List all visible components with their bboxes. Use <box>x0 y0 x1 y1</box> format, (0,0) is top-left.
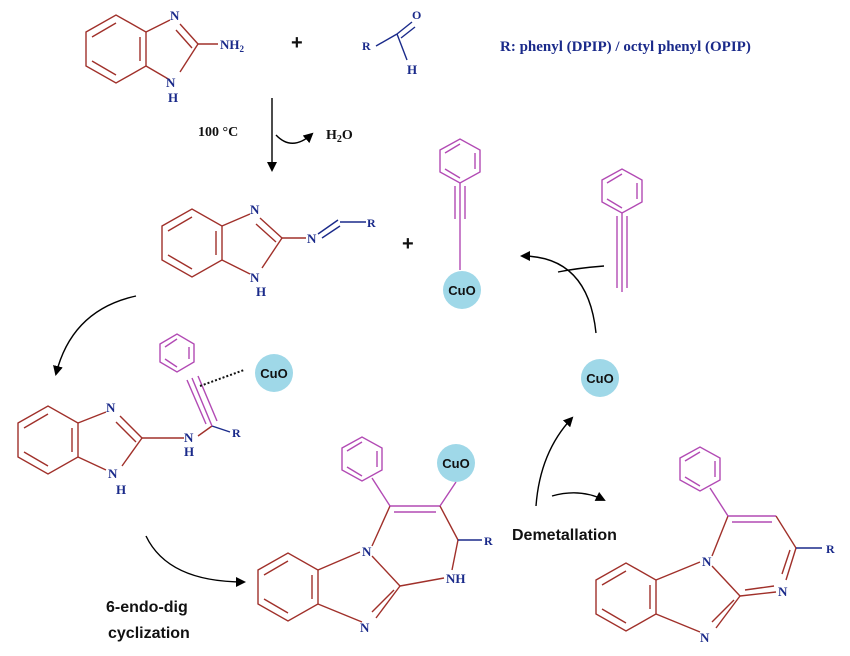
cuo-particle <box>437 444 475 482</box>
catalyst-regeneration-arrow <box>535 416 574 507</box>
phenylacetylene-structure <box>601 168 643 292</box>
addition-arrow <box>53 295 137 376</box>
cuo-particle <box>255 354 293 392</box>
atom-n: N <box>250 270 260 285</box>
water-label: H2O <box>326 128 353 145</box>
plus-sign: + <box>291 32 303 54</box>
atom-h: H <box>116 482 126 497</box>
atom-n: N <box>360 620 370 635</box>
acetylide-formation-arrow <box>520 251 597 334</box>
plus-sign: + <box>402 233 414 255</box>
atom-r: R <box>826 542 835 556</box>
cyclization-label: cyclization <box>108 625 190 642</box>
atom-n: N <box>700 630 710 645</box>
atom-r: R <box>362 39 371 53</box>
demetallation-label: Demetallation <box>512 527 617 544</box>
cuo-label: CuO <box>448 283 475 298</box>
atom-r: R <box>484 534 493 548</box>
alkyne-entry-arrow <box>557 265 605 273</box>
atom-n: N <box>108 466 118 481</box>
product-release-arrow <box>551 491 606 501</box>
atom-n: N <box>166 75 176 90</box>
atom-o: O <box>412 8 421 22</box>
atom-nh2: NH2 <box>220 37 245 54</box>
atom-n: N <box>250 202 260 217</box>
atom-r: R <box>232 426 241 440</box>
cuo-label: CuO <box>442 456 469 471</box>
aldehyde-structure: R O H <box>362 8 421 77</box>
cuo-particle <box>581 359 619 397</box>
atom-n: N <box>170 8 180 23</box>
atom-h: H <box>168 90 178 105</box>
atom-h: H <box>256 284 266 299</box>
atom-r: R <box>367 216 376 230</box>
atom-n: N <box>307 231 317 246</box>
atom-h: H <box>407 62 417 77</box>
copper-acetylide-structure: CuO <box>439 138 481 309</box>
substituent-note: R: phenyl (DPIP) / octyl phenyl (OPIP) <box>500 39 751 55</box>
atom-n: N <box>184 430 194 445</box>
cuo-particle <box>443 271 481 309</box>
cuo-label: CuO <box>586 371 613 386</box>
cyclization-arrow <box>145 535 246 587</box>
atom-n: N <box>106 400 116 415</box>
water-loss-arrow <box>275 132 314 144</box>
temperature-label: 100 °C <box>198 125 238 140</box>
atom-n: N <box>362 544 372 559</box>
atom-h: H <box>184 444 194 459</box>
atom-n: N <box>778 584 788 599</box>
cuo-label: CuO <box>260 366 287 381</box>
cyclized-intermediate-structure: N N NH R CuO <box>257 436 493 635</box>
atom-nh: NH <box>446 571 466 586</box>
imine-structure: N N H N R <box>161 202 376 299</box>
product-structure: N N N R <box>595 446 835 645</box>
atom-n: N <box>702 554 712 569</box>
propargylamine-complex-structure: N N H N H R CuO <box>17 333 293 497</box>
aminobenzimidazole-structure: N N H NH2 <box>85 8 245 105</box>
cyclization-label: 6-endo-dig <box>106 599 188 616</box>
